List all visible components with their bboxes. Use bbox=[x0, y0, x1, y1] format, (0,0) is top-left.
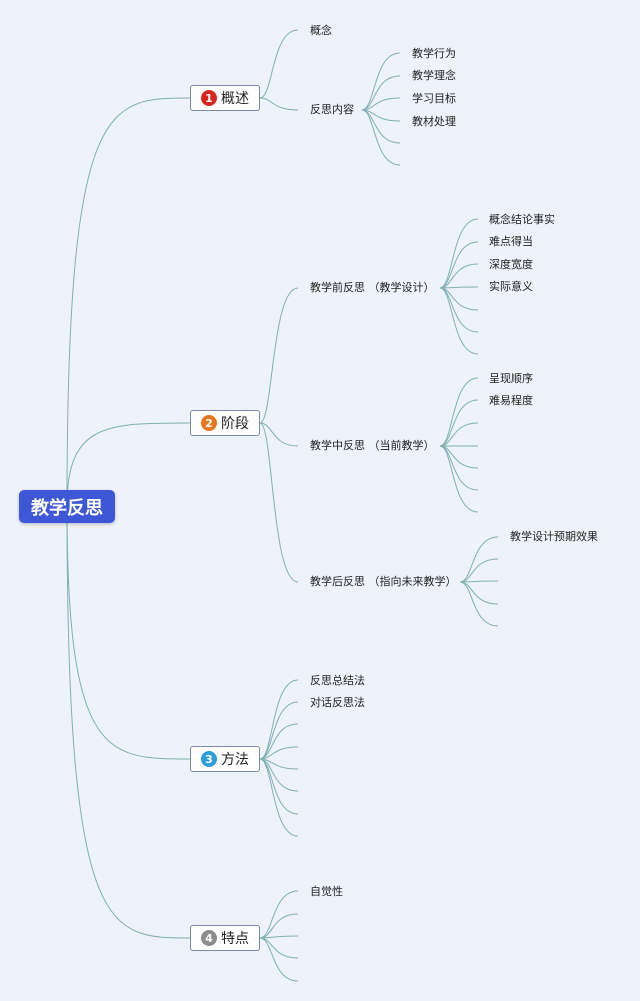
leaf-item[interactable]: 实际意义 bbox=[489, 280, 533, 293]
connector-line bbox=[439, 218, 479, 289]
leaf-item[interactable]: 难点得当 bbox=[489, 235, 533, 248]
leaf-item[interactable]: 自觉性 bbox=[310, 885, 343, 898]
topic-concept[interactable]: 概念 bbox=[310, 24, 332, 37]
leaf-item[interactable]: 教学设计预期效果 bbox=[510, 530, 598, 543]
connector-line bbox=[459, 536, 499, 583]
branch-features[interactable]: 4 特点 bbox=[190, 925, 260, 951]
leaf-item[interactable]: 学习目标 bbox=[412, 92, 456, 105]
connector-line bbox=[259, 937, 299, 982]
connector-line bbox=[439, 241, 479, 289]
leaf-item[interactable]: 反思总结法 bbox=[310, 674, 365, 687]
leaf-item[interactable]: 概念结论事实 bbox=[489, 213, 555, 226]
leaf-item[interactable]: 深度宽度 bbox=[489, 258, 533, 271]
connector-line bbox=[259, 913, 299, 939]
connector-line bbox=[259, 679, 299, 760]
root-node[interactable]: 教学反思 bbox=[19, 490, 115, 523]
branch-label-overview: 概述 bbox=[221, 91, 249, 107]
number-badge-4: 4 bbox=[201, 930, 217, 946]
leaf-item[interactable]: 教材处理 bbox=[412, 115, 456, 128]
connector-line bbox=[259, 422, 299, 447]
branch-overview[interactable]: 1 概述 bbox=[190, 85, 260, 111]
connector-line bbox=[259, 97, 299, 111]
connector-line bbox=[439, 399, 479, 447]
topic-after-teaching[interactable]: 教学后反思 （指向未来教学） bbox=[310, 575, 457, 588]
connector-line bbox=[259, 287, 299, 424]
connector-line bbox=[66, 97, 191, 507]
connector-line bbox=[361, 97, 401, 111]
root-label: 教学反思 bbox=[31, 497, 103, 519]
connector-line bbox=[259, 746, 299, 760]
number-badge-1: 1 bbox=[201, 90, 217, 106]
connector-line bbox=[439, 377, 479, 447]
connector-line bbox=[439, 286, 479, 289]
connector-line bbox=[259, 723, 299, 760]
connector-line bbox=[259, 890, 299, 939]
branch-label-methods: 方法 bbox=[221, 752, 249, 768]
branch-methods[interactable]: 3 方法 bbox=[190, 746, 260, 772]
connector-line bbox=[259, 758, 299, 815]
connector-line bbox=[439, 263, 479, 289]
connector-line bbox=[259, 422, 299, 583]
connector-line bbox=[361, 52, 401, 111]
topic-content[interactable]: 反思内容 bbox=[310, 103, 354, 116]
connector-line bbox=[439, 287, 479, 355]
branch-label-features: 特点 bbox=[221, 931, 249, 947]
leaf-item[interactable]: 难易程度 bbox=[489, 394, 533, 407]
connector-line bbox=[459, 558, 499, 583]
connector-line bbox=[66, 505, 191, 760]
connector-line bbox=[361, 75, 401, 111]
connector-line bbox=[459, 581, 499, 627]
connector-line bbox=[259, 701, 299, 760]
leaf-item[interactable]: 教学行为 bbox=[412, 47, 456, 60]
topic-before-teaching[interactable]: 教学前反思 （教学设计） bbox=[310, 281, 435, 294]
connector-line bbox=[439, 445, 479, 513]
connector-line bbox=[361, 109, 401, 122]
connector-line bbox=[259, 29, 299, 99]
branch-label-stages: 阶段 bbox=[221, 416, 249, 432]
branch-stages[interactable]: 2 阶段 bbox=[190, 410, 260, 436]
connector-line bbox=[66, 422, 191, 507]
number-badge-3: 3 bbox=[201, 751, 217, 767]
connector-line bbox=[459, 580, 499, 583]
connector-line bbox=[66, 505, 191, 939]
number-badge-2: 2 bbox=[201, 415, 217, 431]
leaf-item[interactable]: 呈现顺序 bbox=[489, 372, 533, 385]
connector-line bbox=[259, 758, 299, 837]
leaf-item[interactable]: 教学理念 bbox=[412, 69, 456, 82]
leaf-item[interactable]: 对话反思法 bbox=[310, 696, 365, 709]
connector-line bbox=[439, 422, 479, 447]
connector-line bbox=[361, 109, 401, 166]
topic-during-teaching[interactable]: 教学中反思 （当前教学） bbox=[310, 439, 435, 452]
